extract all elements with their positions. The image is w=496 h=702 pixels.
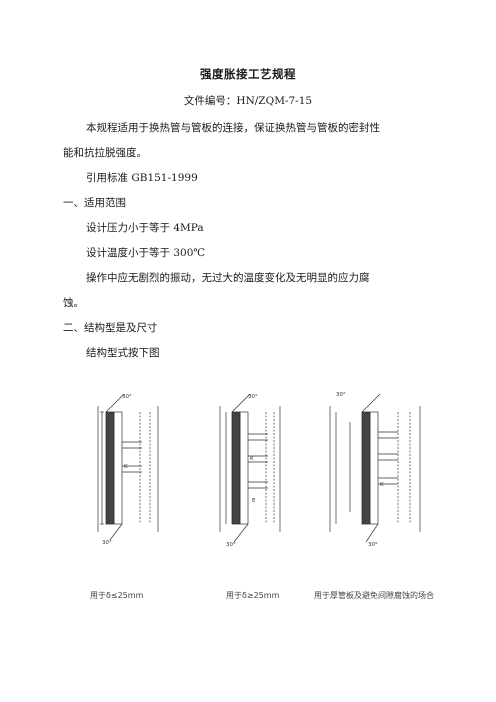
operation-item-line-2: 蚀。 (63, 297, 84, 309)
angle-label-1: 30° (122, 394, 132, 400)
design-temperature-item: 设计温度小于等于 300℃ (86, 247, 206, 259)
section1-heading: 一、适用范围 (63, 197, 126, 209)
reference-standard: 引用标准 GB151-1999 (86, 172, 198, 184)
angle-label-3: 30° (336, 392, 346, 398)
angle-label-2b: 30° (226, 542, 236, 548)
e-label-2: E (252, 498, 256, 504)
joint-drawings-svg: 30° K 30° 30° K (97, 392, 421, 548)
design-pressure-item: 设计压力小于等于 4MPa (86, 222, 204, 234)
document-title: 强度胀接工艺规程 (200, 67, 296, 81)
angle-label-2: 30° (248, 394, 258, 400)
section2-text: 结构型式按下图 (86, 347, 160, 359)
file-number: 文件编号：HN/ZQM-7-15 (183, 95, 313, 107)
k-label-2: K (250, 456, 254, 462)
joint-structure-figure: 30° K 30° 30° K (80, 382, 450, 560)
section2-heading: 二、结构型是及尺寸 (63, 322, 158, 334)
k-label-3: K (380, 482, 384, 488)
angle-label-1b: 30° (102, 540, 112, 546)
drawing-type-2 (219, 393, 281, 543)
caption-type-1: 用于δ≤25mm (90, 591, 144, 600)
intro-line-2: 能和抗拉脱强度。 (63, 147, 147, 159)
caption-type-3: 用于厚管板及避免间隙腐蚀的场合 (314, 591, 434, 600)
drawing-type-3 (329, 393, 421, 543)
operation-item-line-1: 操作中应无剧烈的振动，无过大的温度变化及无明显的应力腐 (86, 272, 370, 284)
angle-label-3b: 30° (368, 542, 378, 548)
k-label-1: K (124, 464, 128, 470)
intro-line-1: 本规程适用于换热管与管板的连接，保证换热管与管板的密封性 (86, 122, 380, 134)
drawing-type-1 (97, 393, 159, 541)
caption-type-2: 用于δ≥25mm (226, 591, 280, 600)
